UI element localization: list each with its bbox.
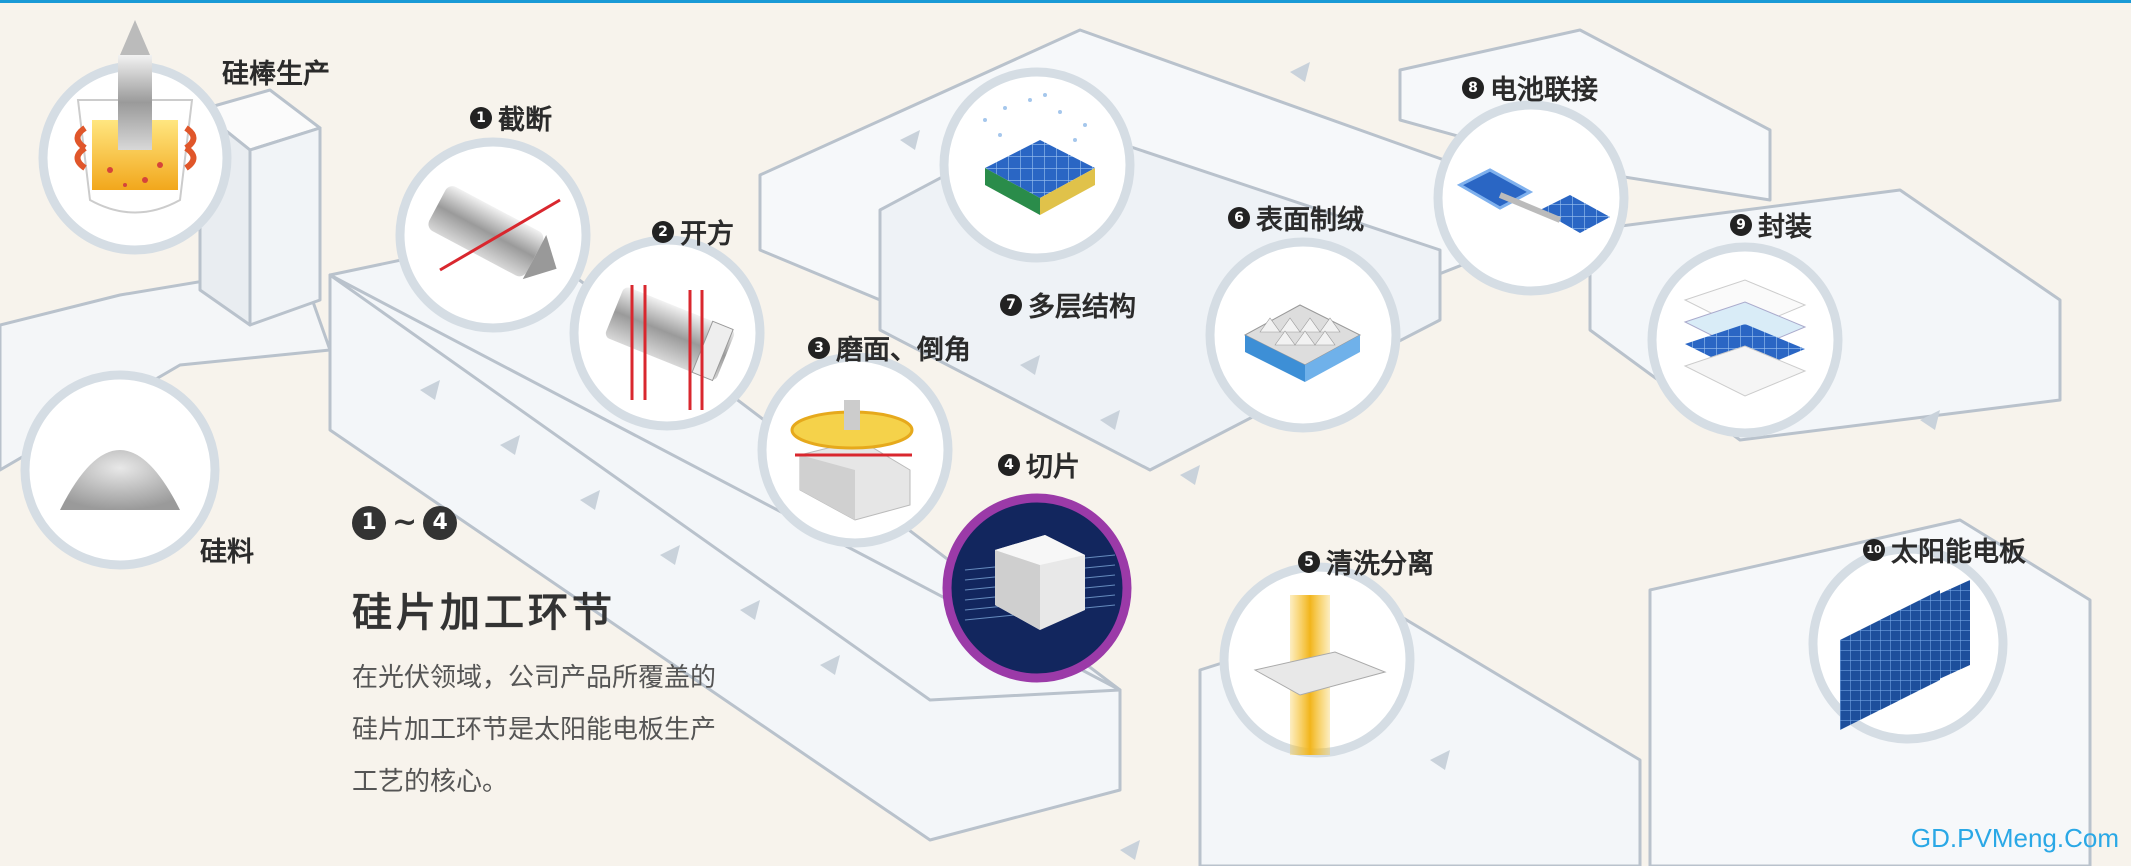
label-text: 清洗分离: [1326, 542, 1434, 581]
squaring-icon: [574, 240, 760, 426]
label-step-6: 6 表面制绒: [1228, 198, 1364, 237]
label-step-2: 2 开方: [652, 212, 734, 251]
solar-panel-icon: [1813, 549, 2003, 739]
step-number-badge: 10: [1863, 539, 1885, 561]
step-number-badge: 1: [470, 107, 492, 129]
label-rod-production: 硅棒生产: [222, 52, 330, 91]
label-text: 封装: [1758, 205, 1812, 244]
multilayer-icon: [944, 72, 1130, 258]
range-start-badge: 1: [352, 506, 386, 540]
label-text: 表面制绒: [1256, 198, 1364, 237]
step-number-badge: 5: [1298, 551, 1320, 573]
label-step-3: 3 磨面、倒角: [808, 328, 971, 367]
label-text: 开方: [680, 212, 734, 251]
texturing-icon: [1210, 242, 1396, 428]
range-end-badge: 4: [423, 506, 457, 540]
cutting-icon: [400, 142, 586, 328]
step-number-badge: 2: [652, 221, 674, 243]
step-number-badge: 3: [808, 337, 830, 359]
step-number-badge: 6: [1228, 207, 1250, 229]
section-heading: 硅片加工环节: [352, 580, 616, 638]
label-step-10: 10 太阳能电板: [1863, 530, 2026, 569]
rod-production-icon: [43, 20, 227, 250]
slicing-icon: [947, 498, 1127, 678]
label-text: 磨面、倒角: [836, 328, 971, 367]
section-description: 在光伏领域，公司产品所覆盖的硅片加工环节是太阳能电板生产工艺的核心。: [352, 652, 732, 808]
label-raw-silicon: 硅料: [200, 530, 254, 569]
watermark: GD.PVMeng.Com: [1911, 823, 2119, 854]
step-number-badge: 7: [1000, 294, 1022, 316]
label-text: 太阳能电板: [1891, 530, 2026, 569]
label-step-8: 8 电池联接: [1462, 68, 1598, 107]
label-step-9: 9 封装: [1730, 205, 1812, 244]
label-text: 电池联接: [1490, 68, 1598, 107]
step-number-badge: 4: [998, 454, 1020, 476]
label-step-1: 1 截断: [470, 98, 552, 137]
label-step-5: 5 清洗分离: [1298, 542, 1434, 581]
label-step-4: 4 切片: [998, 445, 1080, 484]
grinding-icon: [762, 357, 948, 543]
cleaning-icon: [1224, 567, 1410, 755]
cell-connection-icon: [1438, 105, 1624, 291]
encapsulation-icon: [1652, 247, 1838, 433]
step-number-badge: 8: [1462, 77, 1484, 99]
rod-tower-front: [250, 128, 320, 325]
label-text: 多层结构: [1028, 285, 1136, 324]
label-text: 截断: [498, 98, 552, 137]
step-range: 1 ~ 4: [352, 505, 457, 540]
label-text: 切片: [1026, 445, 1080, 484]
label-text: 硅料: [200, 530, 254, 569]
range-separator: ~: [392, 505, 417, 540]
raw-silicon-icon: [25, 375, 215, 565]
step-number-badge: 9: [1730, 214, 1752, 236]
label-step-7: 7 多层结构: [1000, 285, 1136, 324]
label-text: 硅棒生产: [222, 52, 330, 91]
